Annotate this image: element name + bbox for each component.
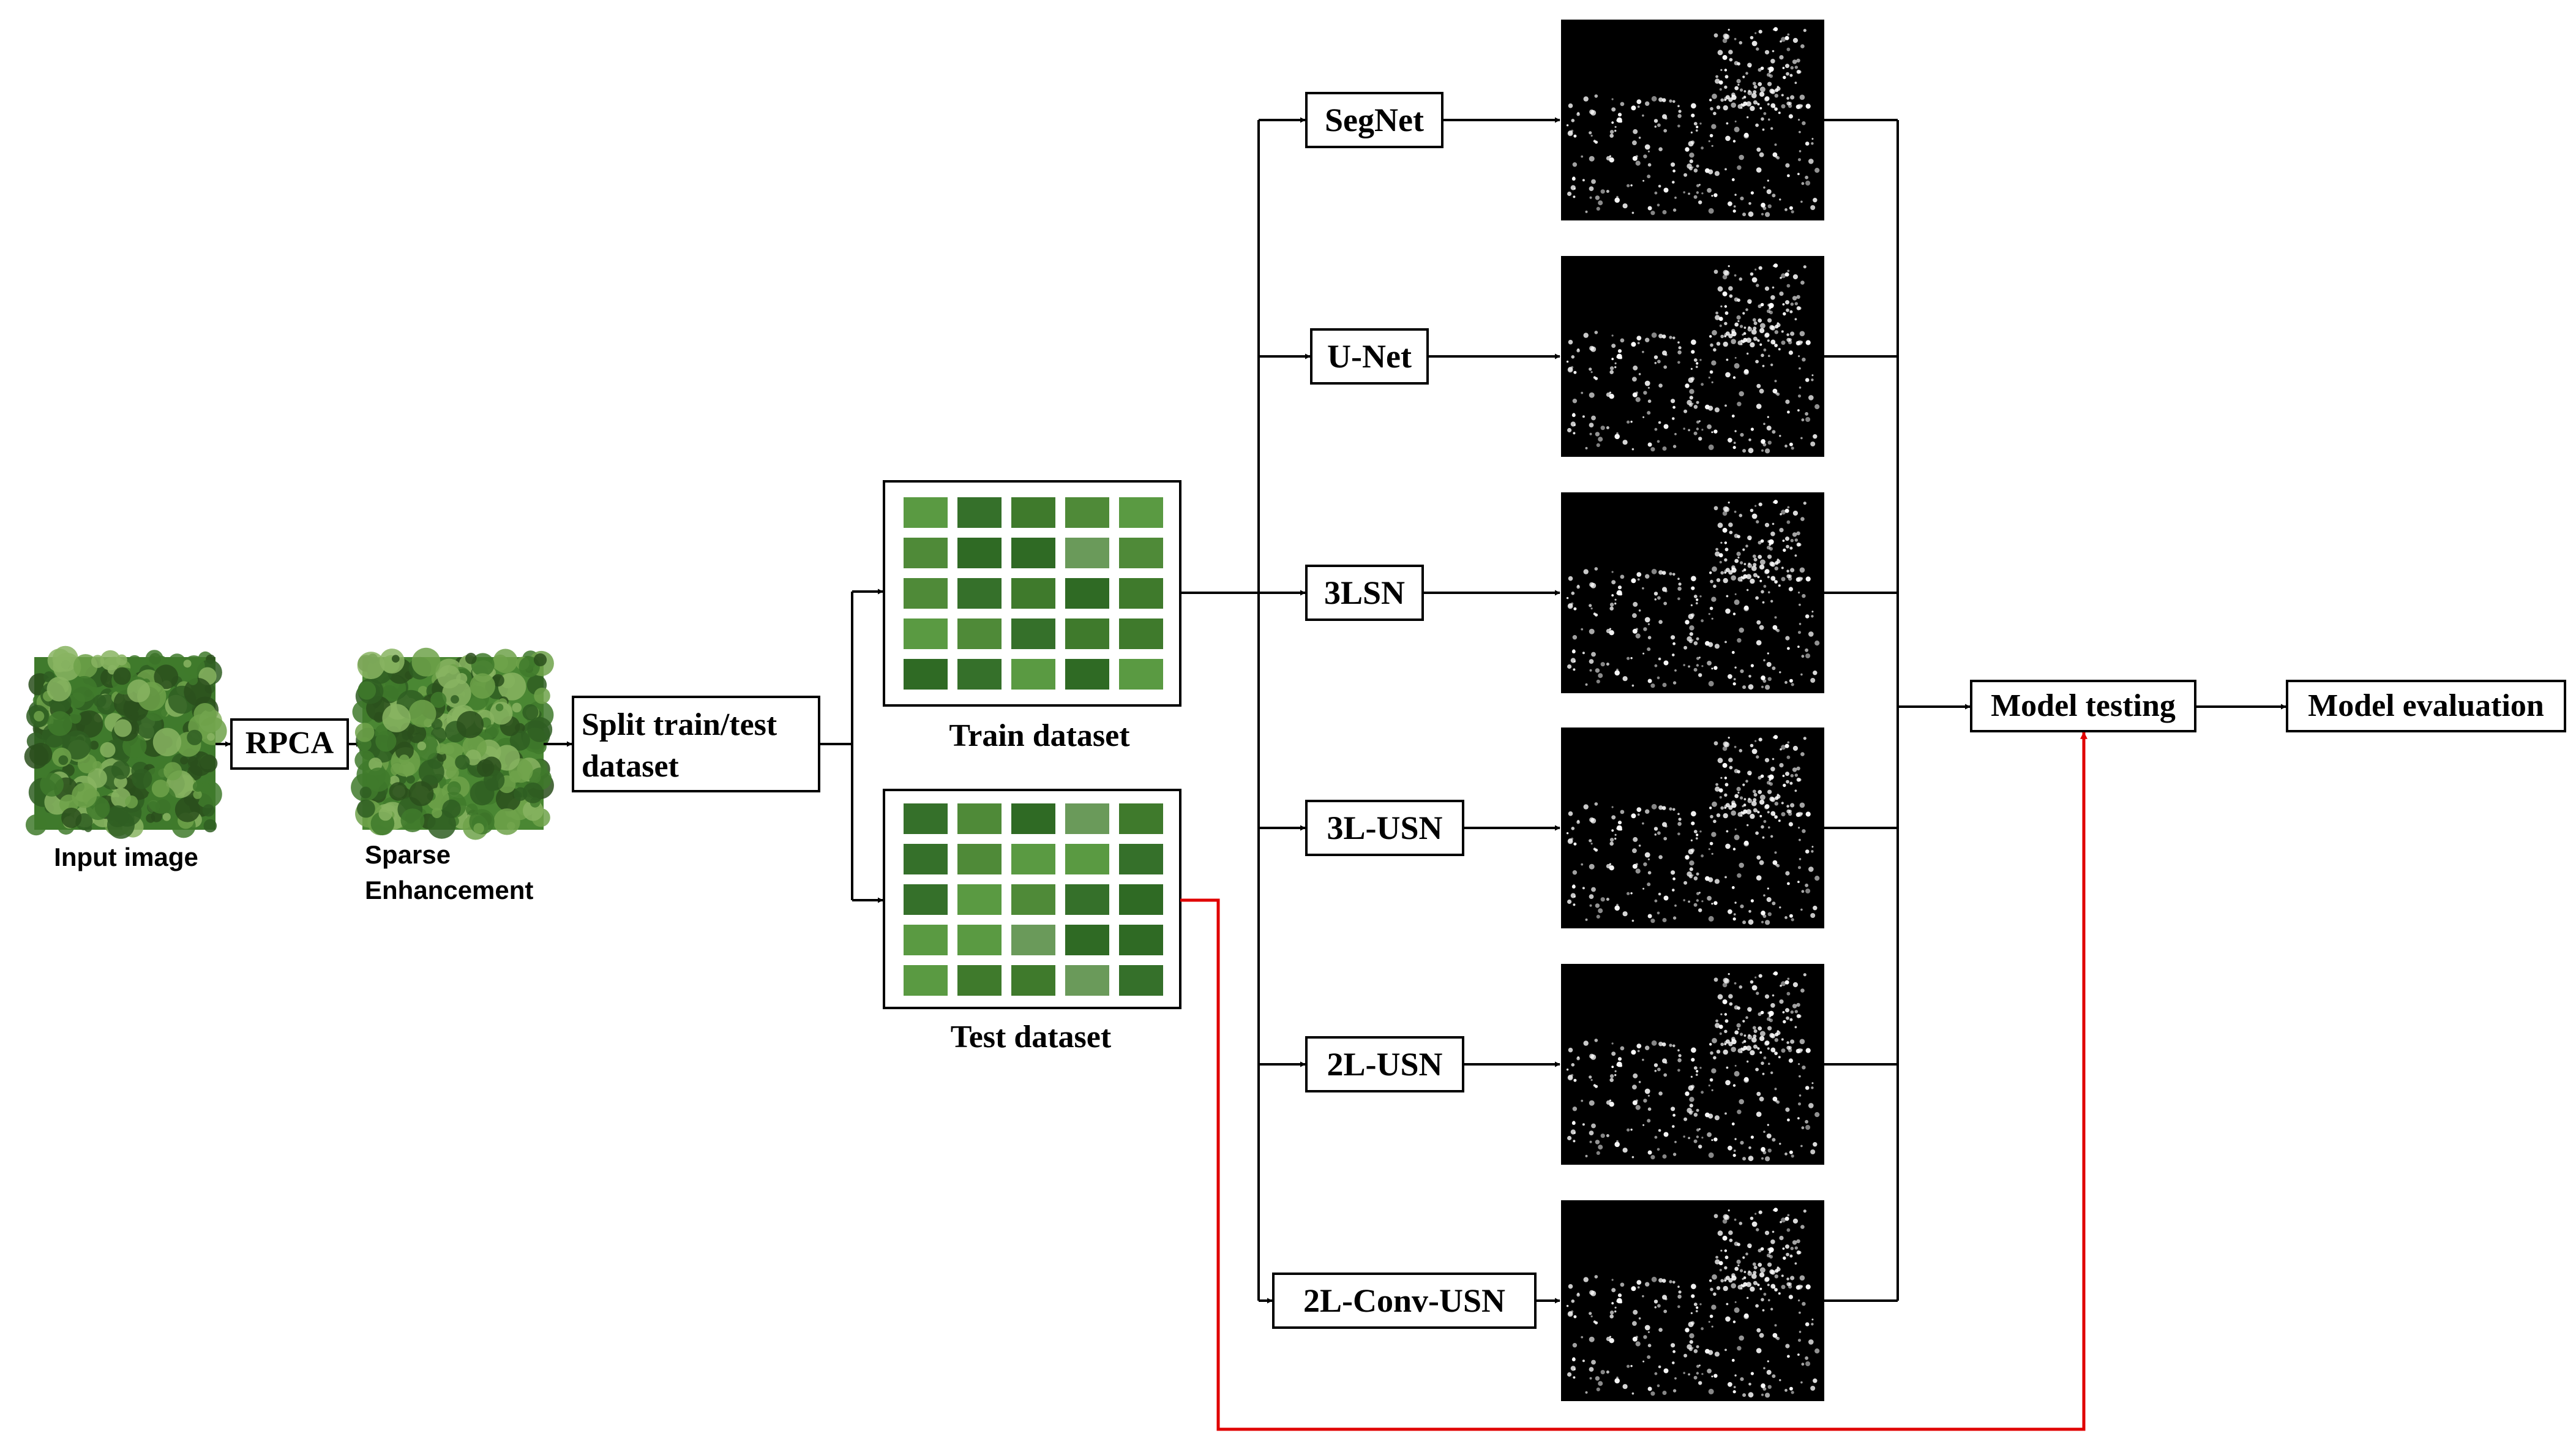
train-tile — [1065, 578, 1109, 609]
test-tile — [1119, 803, 1163, 834]
test-tile — [957, 965, 1002, 996]
train-tile — [957, 659, 1002, 690]
test-tile — [1011, 884, 1055, 915]
model-box-2l-conv-usn — [1272, 1273, 1537, 1329]
sparse-caption-line1: Sparse — [365, 840, 451, 869]
test-tile — [1011, 925, 1055, 955]
segmentation-output-3lsn — [1561, 492, 1824, 693]
test-tile — [1119, 884, 1163, 915]
test-tile — [904, 965, 948, 996]
test-tile — [904, 925, 948, 955]
rpca-box: RPCA — [230, 718, 349, 770]
model-row-2l-conv-usn: 2L-Conv-USN — [1259, 1200, 1898, 1401]
test-tile — [957, 803, 1002, 834]
segmentation-output-u-net — [1561, 256, 1824, 457]
segmentation-output-2l-conv-usn — [1561, 1200, 1824, 1401]
model-label-3l-usn: 3L-USN — [1327, 810, 1442, 846]
test-tile — [1065, 803, 1109, 834]
test-tile — [1011, 965, 1055, 996]
models-to-testing-bus — [1896, 120, 1971, 1301]
train-tile — [1119, 538, 1163, 568]
segmentation-output-2l-usn — [1561, 964, 1824, 1165]
test-tile — [1119, 844, 1163, 874]
model-testing-label: Model testing — [1991, 688, 2176, 723]
test-tile — [1065, 965, 1109, 996]
train-tile — [957, 497, 1002, 528]
train-tile — [1011, 618, 1055, 649]
train-tile — [1065, 618, 1109, 649]
model-label-2l-conv-usn: 2L-Conv-USN — [1303, 1282, 1505, 1319]
train-to-models-bus — [1180, 120, 1260, 1301]
test-dataset-grid — [883, 789, 1181, 1009]
train-tile — [1119, 497, 1163, 528]
model-row-u-net: U-Net — [1259, 256, 1898, 457]
train-tile — [1119, 618, 1163, 649]
train-tile — [1065, 659, 1109, 690]
train-tile — [904, 578, 948, 609]
train-dataset-grid — [883, 480, 1181, 707]
model-row-2l-usn: 2L-USN — [1259, 964, 1898, 1165]
train-tile — [1065, 538, 1109, 568]
train-tile — [1119, 578, 1163, 609]
model-box-2l-usn — [1305, 1036, 1464, 1092]
train-tile — [1011, 578, 1055, 609]
train-tile — [904, 538, 948, 568]
test-tile — [1065, 884, 1109, 915]
segmentation-output-3l-usn — [1561, 728, 1824, 928]
train-tile — [957, 538, 1002, 568]
sparse-enhancement-image — [351, 647, 554, 840]
segmentation-output-segnet — [1561, 20, 1824, 220]
train-tile — [1119, 659, 1163, 690]
model-box-3l-usn — [1305, 800, 1464, 856]
model-label-2l-usn: 2L-USN — [1327, 1046, 1442, 1083]
train-tile — [1011, 538, 1055, 568]
train-tile — [1011, 659, 1055, 690]
rpca-label: RPCA — [245, 726, 334, 761]
model-box-3lsn — [1305, 565, 1424, 621]
test-data-to-testing-connector — [1180, 731, 2087, 1431]
train-tile — [1011, 497, 1055, 528]
test-tile — [1065, 925, 1109, 955]
model-row-3l-usn: 3L-USN — [1259, 728, 1898, 928]
test-tile — [957, 884, 1002, 915]
model-box-u-net — [1310, 328, 1429, 385]
split-label-line1: Split train/test — [582, 707, 777, 742]
test-tile — [1065, 844, 1109, 874]
model-evaluation-box: Model evaluation — [2286, 680, 2566, 732]
input-image — [24, 645, 227, 839]
test-tile — [957, 844, 1002, 874]
test-tile — [904, 884, 948, 915]
test-tile — [1011, 803, 1055, 834]
test-tile — [1119, 925, 1163, 955]
model-label-segnet: SegNet — [1325, 102, 1424, 138]
train-tile — [904, 618, 948, 649]
model-testing-box: Model testing — [1970, 680, 2196, 732]
train-tile — [1065, 497, 1109, 528]
model-label-3lsn: 3LSN — [1324, 574, 1405, 611]
train-dataset-caption: Train dataset — [949, 718, 1130, 753]
train-tile — [957, 618, 1002, 649]
test-dataset-caption: Test dataset — [951, 1020, 1112, 1055]
test-tile — [957, 925, 1002, 955]
model-evaluation-label: Model evaluation — [2308, 688, 2544, 723]
split-fork-connector — [819, 588, 883, 903]
test-tile — [1119, 965, 1163, 996]
test-tile — [1011, 844, 1055, 874]
split-box: Split train/test dataset — [572, 696, 820, 792]
test-tile — [904, 803, 948, 834]
test-tile — [904, 844, 948, 874]
train-tile — [904, 659, 948, 690]
train-tile — [957, 578, 1002, 609]
split-label-line2: dataset — [582, 749, 680, 784]
model-row-segnet: SegNet — [1259, 20, 1898, 220]
sparse-caption-line2: Enhancement — [365, 876, 533, 904]
model-row-3lsn: 3LSN — [1259, 492, 1898, 693]
input-image-caption: Input image — [54, 843, 198, 871]
train-tile — [904, 497, 948, 528]
model-label-u-net: U-Net — [1327, 338, 1412, 375]
